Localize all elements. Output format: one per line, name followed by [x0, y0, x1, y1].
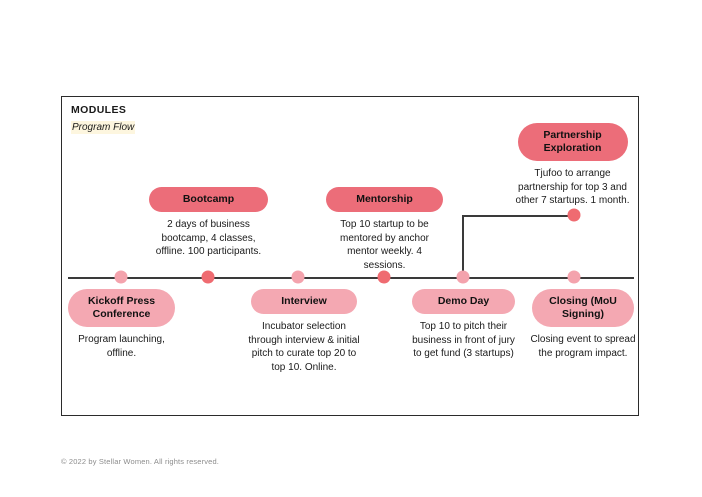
- timeline-node-demo-day: Demo Day Top 10 to pitch their business …: [407, 289, 520, 361]
- footer-copyright: © 2022 by Stellar Women. All rights rese…: [61, 457, 220, 466]
- timeline-node-kickoff: Kickoff Press Conference Program launchi…: [63, 289, 180, 360]
- diagram-header: MODULES Program Flow: [71, 104, 136, 135]
- timeline-node-partnership-exploration: Partnership Exploration Tjufoo to arrang…: [511, 123, 634, 208]
- node-description-partnership-exploration: Tjufoo to arrange partnership for top 3 …: [515, 168, 630, 206]
- timeline-dot-demo-day: [456, 270, 470, 284]
- node-description-closing: Closing event to spread the program impa…: [530, 334, 636, 359]
- node-label-demo-day[interactable]: Demo Day: [412, 289, 515, 314]
- page-subtitle: Program Flow: [71, 121, 136, 134]
- branch-connector-vertical: [462, 215, 464, 277]
- timeline-axis: [68, 277, 634, 279]
- timeline-dot-partnership: [567, 208, 581, 222]
- timeline-dot-interview: [291, 270, 305, 284]
- node-label-closing[interactable]: Closing (MoU Signing): [532, 289, 634, 327]
- node-description-demo-day: Top 10 to pitch their business in front …: [412, 321, 515, 359]
- timeline-dot-kickoff: [114, 270, 128, 284]
- node-label-mentorship[interactable]: Mentorship: [326, 187, 443, 212]
- page-title: MODULES: [71, 104, 127, 116]
- node-label-bootcamp[interactable]: Bootcamp: [149, 187, 268, 212]
- node-description-bootcamp: 2 days of business bootcamp, 4 classes, …: [155, 219, 262, 257]
- timeline-dot-mentorship: [377, 270, 391, 284]
- branch-connector-horizontal: [462, 215, 574, 217]
- timeline-node-closing: Closing (MoU Signing) Closing event to s…: [527, 289, 639, 360]
- timeline-dot-closing: [567, 270, 581, 284]
- node-description-interview: Incubator selection through interview & …: [248, 321, 360, 373]
- node-description-mentorship: Top 10 startup to be mentored by anchor …: [340, 219, 429, 271]
- node-label-kickoff[interactable]: Kickoff Press Conference: [68, 289, 175, 327]
- node-label-partnership-exploration[interactable]: Partnership Exploration: [517, 123, 628, 161]
- timeline-node-bootcamp: Bootcamp 2 days of business bootcamp, 4 …: [149, 187, 268, 259]
- timeline-dot-bootcamp: [201, 270, 215, 284]
- node-description-kickoff: Program launching, offline.: [78, 334, 165, 359]
- timeline-node-mentorship: Mentorship Top 10 startup to be mentored…: [326, 187, 443, 272]
- diagram-frame: MODULES Program Flow Bootcamp 2 days of …: [61, 96, 639, 416]
- node-label-interview[interactable]: Interview: [251, 289, 357, 314]
- timeline-node-interview: Interview Incubator selection through in…: [243, 289, 365, 374]
